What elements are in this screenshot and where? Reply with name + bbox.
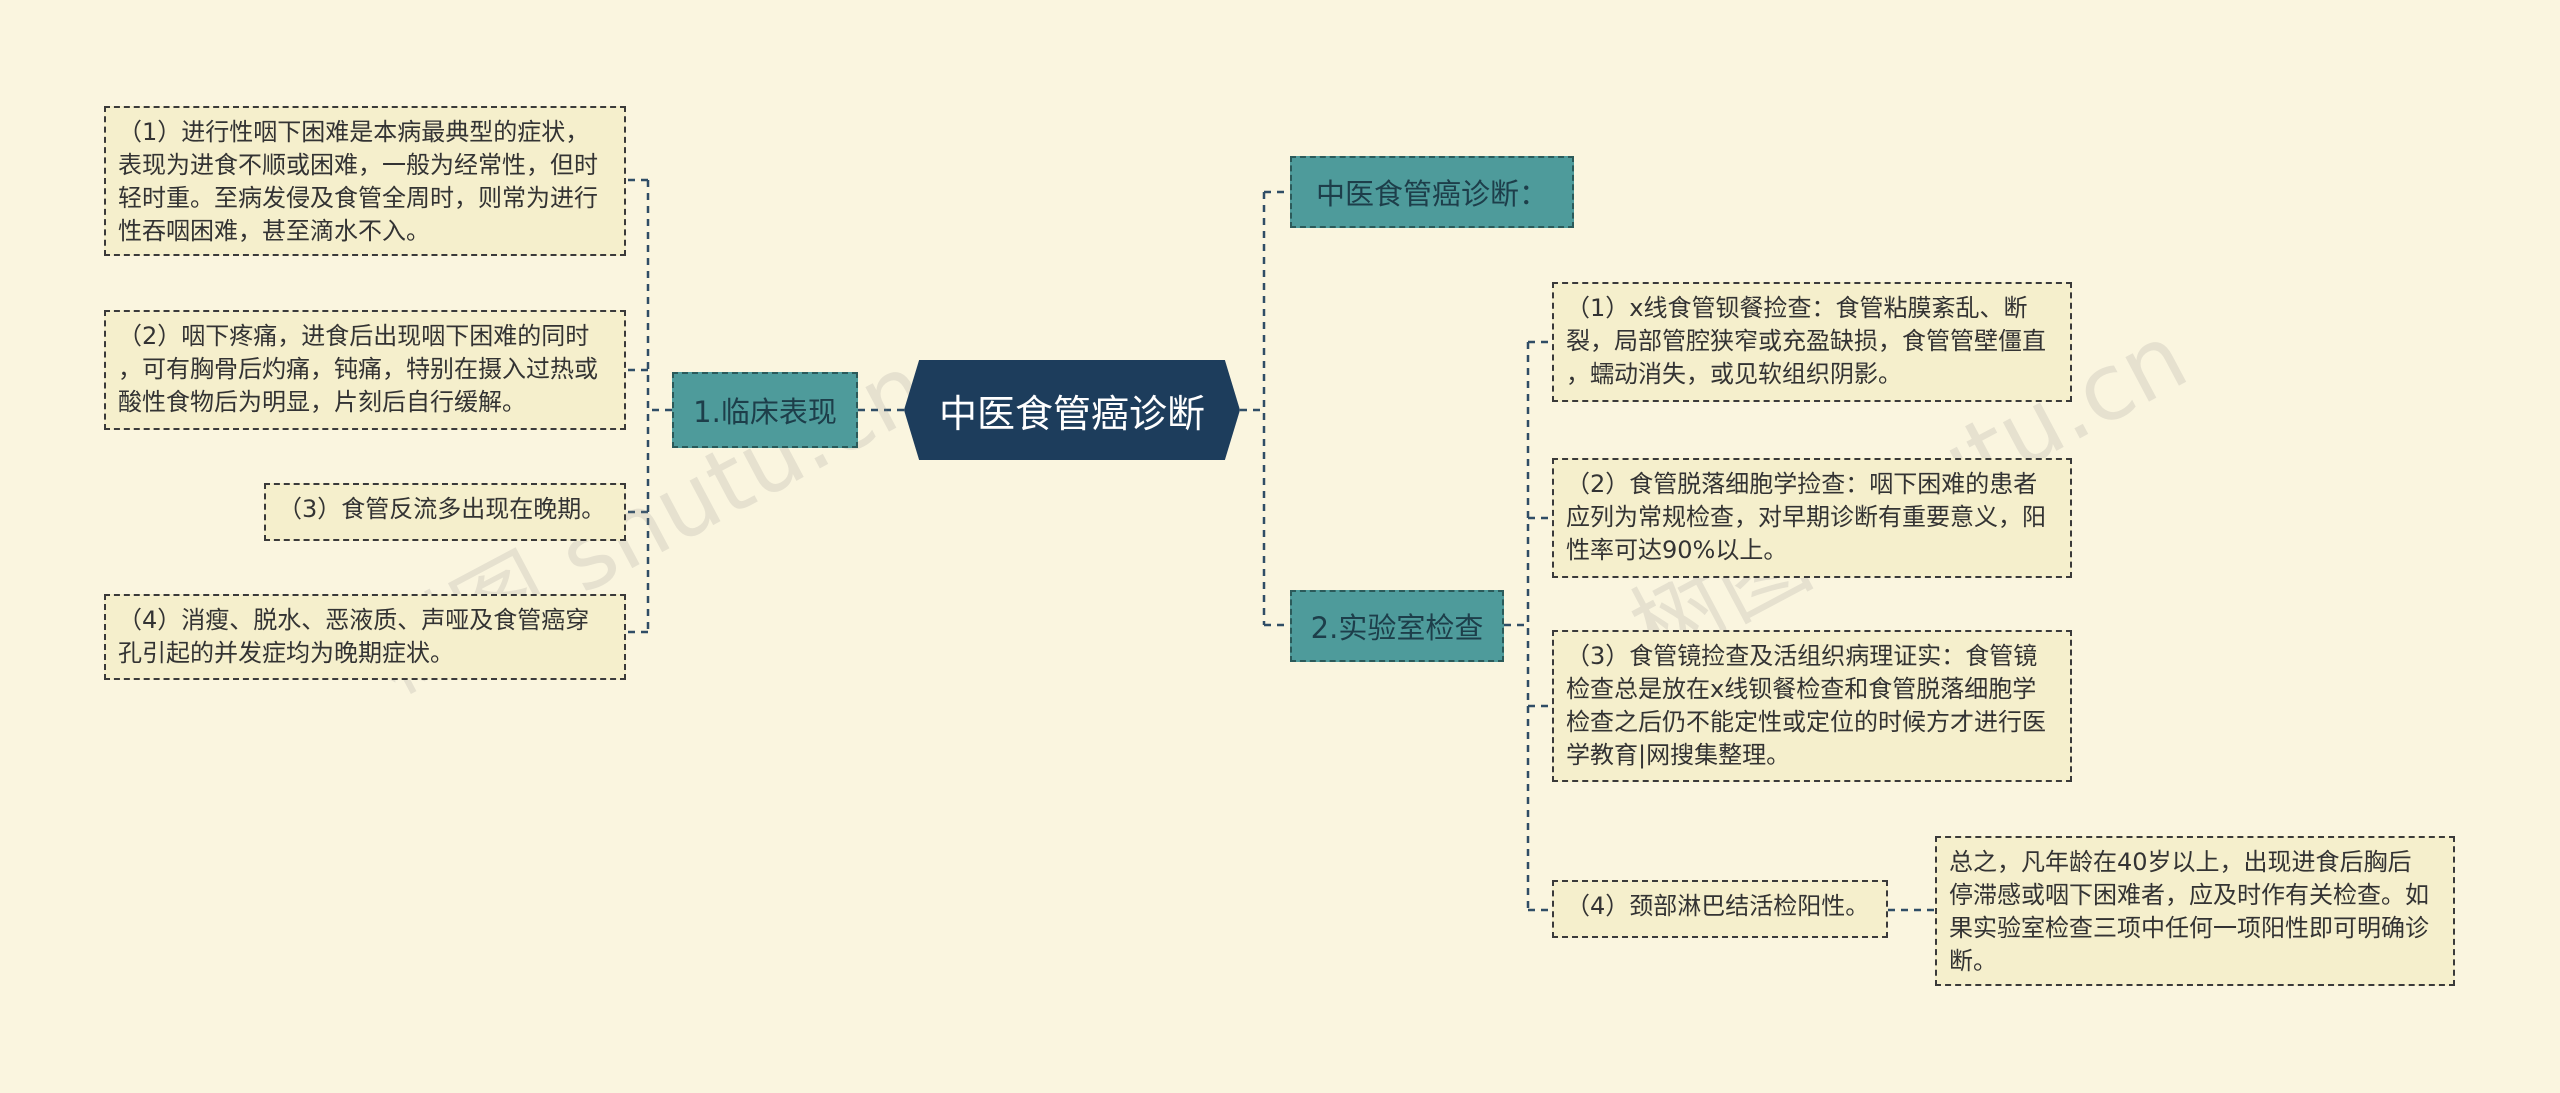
- right-leaf-1[interactable]: （1）x线食管钡餐捡查：食管粘膜紊乱、断 裂，局部管腔狭窄或充盈缺损，食管管壁僵…: [1552, 282, 2072, 402]
- left-leaf-3[interactable]: （3）食管反流多出现在晚期。: [264, 483, 626, 541]
- connector-right-leaves: [1504, 340, 1552, 912]
- connector-left-leaves: [626, 178, 672, 634]
- branch-lab-tests[interactable]: 2.实验室检查: [1290, 590, 1504, 662]
- right-leaf-4[interactable]: （4）颈部淋巴结活检阳性。: [1552, 880, 1888, 938]
- left-leaf-4[interactable]: （4）消瘦、脱水、恶液质、声哑及食管癌穿 孔引起的并发症均为晚期症状。: [104, 594, 626, 680]
- branch-tcm-diagnosis[interactable]: 中医食管癌诊断：: [1290, 156, 1574, 228]
- left-leaf-2[interactable]: （2）咽下疼痛，进食后出现咽下困难的同时 ，可有胸骨后灼痛，钝痛，特别在摄入过热…: [104, 310, 626, 430]
- right-leaf-3[interactable]: （3）食管镜捡查及活组织病理证实：食管镜 检查总是放在x线钡餐检查和食管脱落细胞…: [1552, 630, 2072, 782]
- summary-note[interactable]: 总之，凡年龄在40岁以上，出现进食后胸后 停滞感或咽下困难者，应及时作有关检查。…: [1935, 836, 2455, 986]
- right-leaf-2[interactable]: （2）食管脱落细胞学捡查：咽下困难的患者 应列为常规检查，对早期诊断有重要意义，…: [1552, 458, 2072, 578]
- branch-clinical-manifestation[interactable]: 1.临床表现: [672, 372, 858, 448]
- root-node[interactable]: 中医食管癌诊断: [904, 360, 1240, 460]
- connector-root-right: [1240, 190, 1290, 627]
- left-leaf-1[interactable]: （1）进行性咽下困难是本病最典型的症状， 表现为进食不顺或困难，一般为经常性，但…: [104, 106, 626, 256]
